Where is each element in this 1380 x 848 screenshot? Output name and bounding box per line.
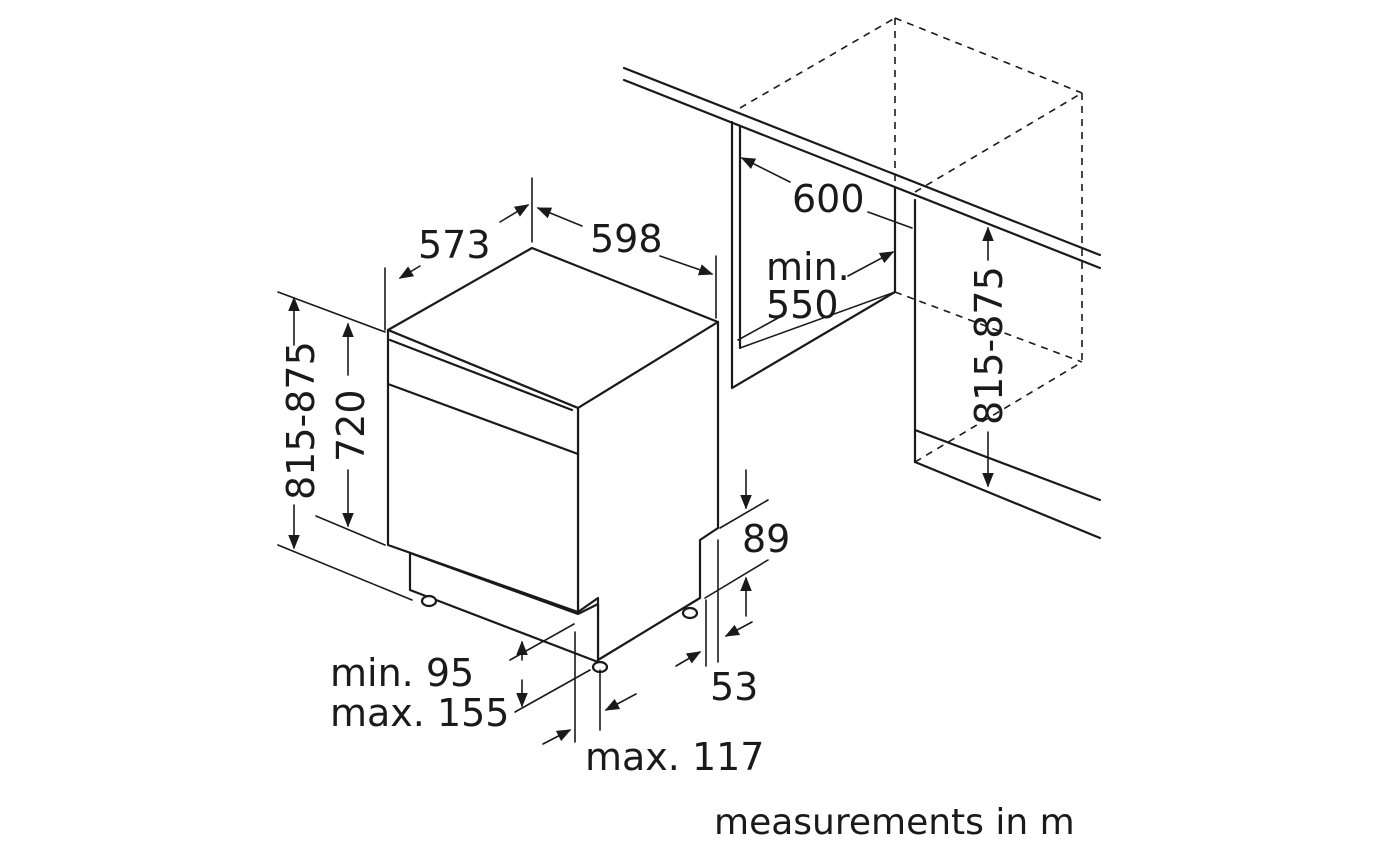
label-720: 720 [329,389,373,462]
label-598: 598 [590,217,663,261]
foot-icon [681,606,699,620]
label-max-117: max. 117 [585,735,764,779]
label-height-815-875-left: 815-875 [279,341,323,500]
label-550: 550 [766,283,839,327]
label-min: min. [766,245,850,289]
label-height-815-875-right: 815-875 [967,266,1011,425]
measurement-unit-note: measurements in m [714,802,1075,843]
foot-icon [420,594,438,608]
label-89: 89 [742,517,790,561]
dishwasher-body [386,246,720,674]
kitchen-niche [622,17,1102,540]
label-max-155: max. 155 [330,691,509,735]
label-53: 53 [710,665,758,709]
label-573: 573 [418,223,491,267]
dimension-lines [277,177,769,745]
label-min-95: min. 95 [330,651,474,695]
label-600: 600 [792,177,865,221]
